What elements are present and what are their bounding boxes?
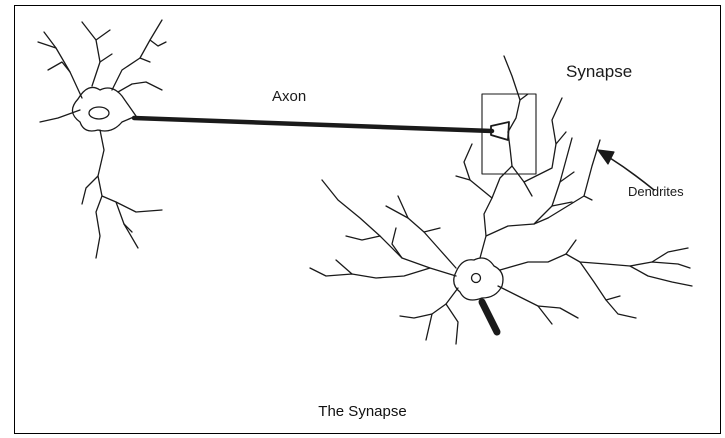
axon <box>134 118 492 131</box>
postsynaptic-neuron <box>310 56 692 344</box>
dendrites-label: Dendrites <box>628 184 720 199</box>
presynaptic-cell-body <box>72 87 136 131</box>
presynaptic-nucleus <box>89 107 109 119</box>
axon-label: Axon <box>272 88 306 105</box>
postsynaptic-axon <box>482 302 497 332</box>
postsynaptic-cell-body <box>454 258 503 300</box>
presynaptic-dendrites <box>38 20 166 258</box>
dendrites-arrow-head <box>598 150 614 164</box>
figure-caption: The Synapse <box>0 403 725 420</box>
postsynaptic-nucleus <box>472 274 481 283</box>
presynaptic-neuron <box>38 20 166 258</box>
postsynaptic-dendrites <box>310 56 692 344</box>
synapse-label: Synapse <box>566 62 632 82</box>
